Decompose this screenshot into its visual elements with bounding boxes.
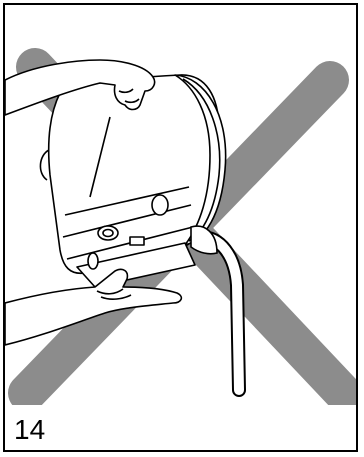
instruction-panel: 14 — [3, 3, 358, 452]
power-cable-icon — [191, 226, 239, 390]
illustration-prohibited-action — [5, 5, 356, 405]
step-number: 14 — [14, 416, 45, 444]
